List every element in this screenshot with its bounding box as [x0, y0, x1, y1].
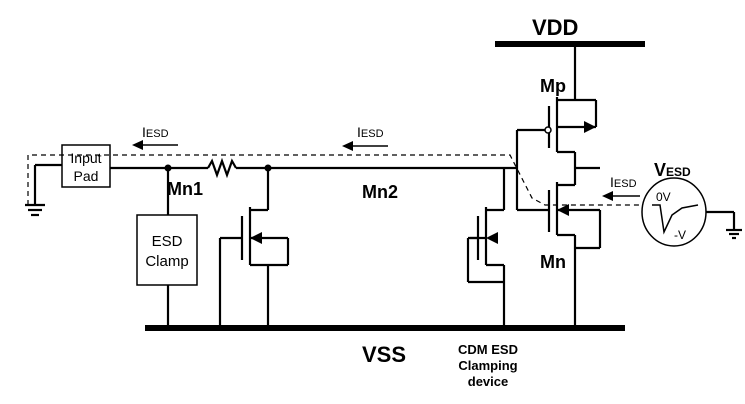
current-arrow-left [132, 140, 178, 150]
mn1-label: Mn1 [167, 179, 203, 199]
input-pad-label-2: Pad [74, 168, 99, 184]
current-arrow-center [342, 141, 388, 151]
esd-clamp-label-2: Clamp [145, 253, 188, 270]
cdm-label-3: device [468, 374, 508, 389]
mn2-label: Mn2 [362, 182, 398, 202]
neg-v-label: -V [674, 228, 686, 242]
mp-label: Mp [540, 76, 566, 96]
vdd-label: VDD [532, 15, 578, 40]
mn1-transistor [218, 168, 290, 328]
input-pad-label-1: Input [70, 150, 101, 166]
vesd-waveform [652, 204, 699, 235]
mn-label: Mn [540, 252, 566, 272]
input-pad-box [61, 144, 111, 188]
current-arrow-right [602, 191, 640, 201]
cdm-label-1: CDM ESD [458, 342, 518, 357]
vesd-label: VESD [654, 160, 691, 180]
cdm-label-2: Clamping [458, 358, 517, 373]
main-signal-line [110, 157, 517, 179]
zero-v-label: 0V [656, 190, 671, 204]
left-ground [25, 163, 62, 217]
iesd-right-label: IESD [610, 174, 637, 190]
esd-clamp-box [136, 214, 198, 286]
iesd-left-label: IESD [142, 124, 169, 140]
esd-clamp-label-1: ESD [152, 233, 183, 250]
vss-label: VSS [362, 342, 406, 367]
iesd-center-label: IESD [357, 124, 384, 140]
mn2-transistor [466, 168, 506, 328]
output-stage [515, 44, 602, 328]
right-ground [706, 210, 742, 240]
